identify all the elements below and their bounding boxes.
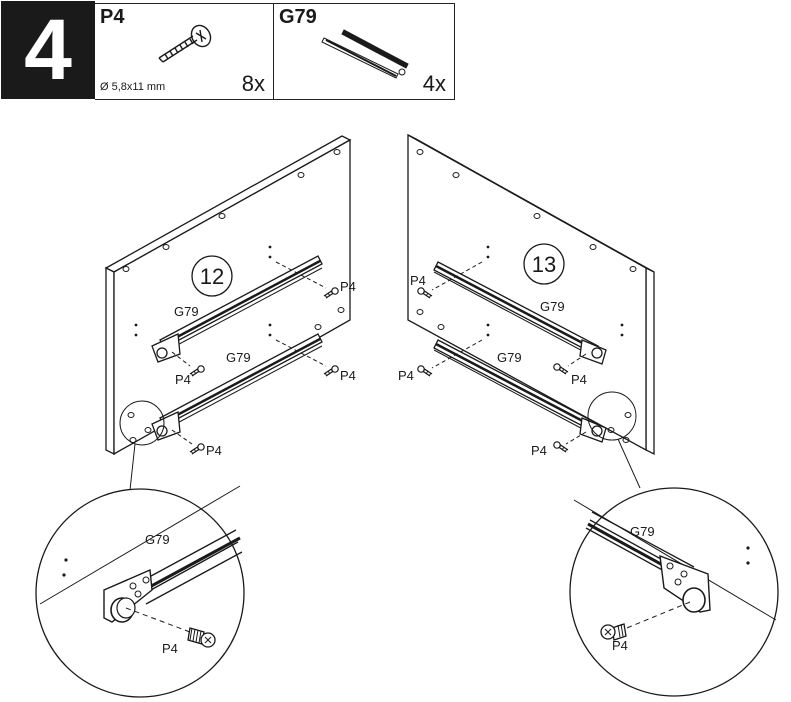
part-p4-box: P4 Ø 5,8x11 mm 8x bbox=[95, 3, 274, 100]
label-slide: G79 bbox=[226, 350, 251, 365]
screw-icon bbox=[553, 441, 569, 453]
slide-bottom-right bbox=[433, 339, 607, 443]
slide-top-left bbox=[151, 255, 323, 363]
label-screw: P4 bbox=[410, 273, 426, 288]
label-slide: G79 bbox=[540, 299, 565, 314]
slide-top-right bbox=[433, 261, 607, 365]
panel-number-circle bbox=[191, 255, 233, 297]
label-screw: P4 bbox=[175, 372, 191, 387]
left-panel: 12 P4 G79 G79 P4 bbox=[104, 135, 356, 491]
step-number: 4 bbox=[24, 2, 72, 98]
label-screw: P4 bbox=[162, 641, 178, 656]
part-quantity: 4x bbox=[422, 71, 446, 96]
panel-number: 13 bbox=[532, 252, 556, 277]
label-screw: P4 bbox=[531, 443, 547, 458]
label-slide: G79 bbox=[497, 350, 522, 365]
label-slide: G79 bbox=[174, 304, 199, 319]
label-slide: G79 bbox=[145, 532, 170, 547]
step-number-box: 4 bbox=[1, 1, 95, 99]
screw-icon bbox=[417, 365, 433, 377]
right-panel: 13 P4 G79 G79 P4 P4 P4 bbox=[398, 133, 655, 489]
drawer-slide-icon bbox=[321, 29, 409, 79]
label-screw: P4 bbox=[206, 443, 222, 458]
part-dimension: Ø 5,8x11 mm bbox=[100, 81, 166, 93]
screw-icon bbox=[323, 365, 339, 377]
screw-icon bbox=[158, 24, 212, 63]
part-quantity: 8x bbox=[241, 71, 265, 96]
detail-left: G79 P4 bbox=[35, 485, 245, 698]
part-code: P4 bbox=[100, 6, 125, 28]
screw-icon bbox=[189, 443, 205, 455]
panel-number-circle bbox=[523, 243, 565, 285]
label-screw: P4 bbox=[340, 368, 356, 383]
label-screw: P4 bbox=[571, 372, 587, 387]
step-header: 4 P4 Ø 5,8x11 mm 8x G79 4x bbox=[0, 0, 455, 100]
label-slide: G79 bbox=[630, 524, 655, 539]
label-screw: P4 bbox=[612, 638, 628, 653]
part-g79-box: G79 4x bbox=[274, 3, 455, 100]
panel-number: 12 bbox=[200, 264, 224, 289]
part-code: G79 bbox=[279, 6, 317, 28]
label-screw: P4 bbox=[398, 368, 414, 383]
detail-right: G79 P4 bbox=[569, 487, 779, 697]
slide-bottom-left bbox=[151, 333, 323, 441]
label-screw: P4 bbox=[340, 279, 356, 294]
